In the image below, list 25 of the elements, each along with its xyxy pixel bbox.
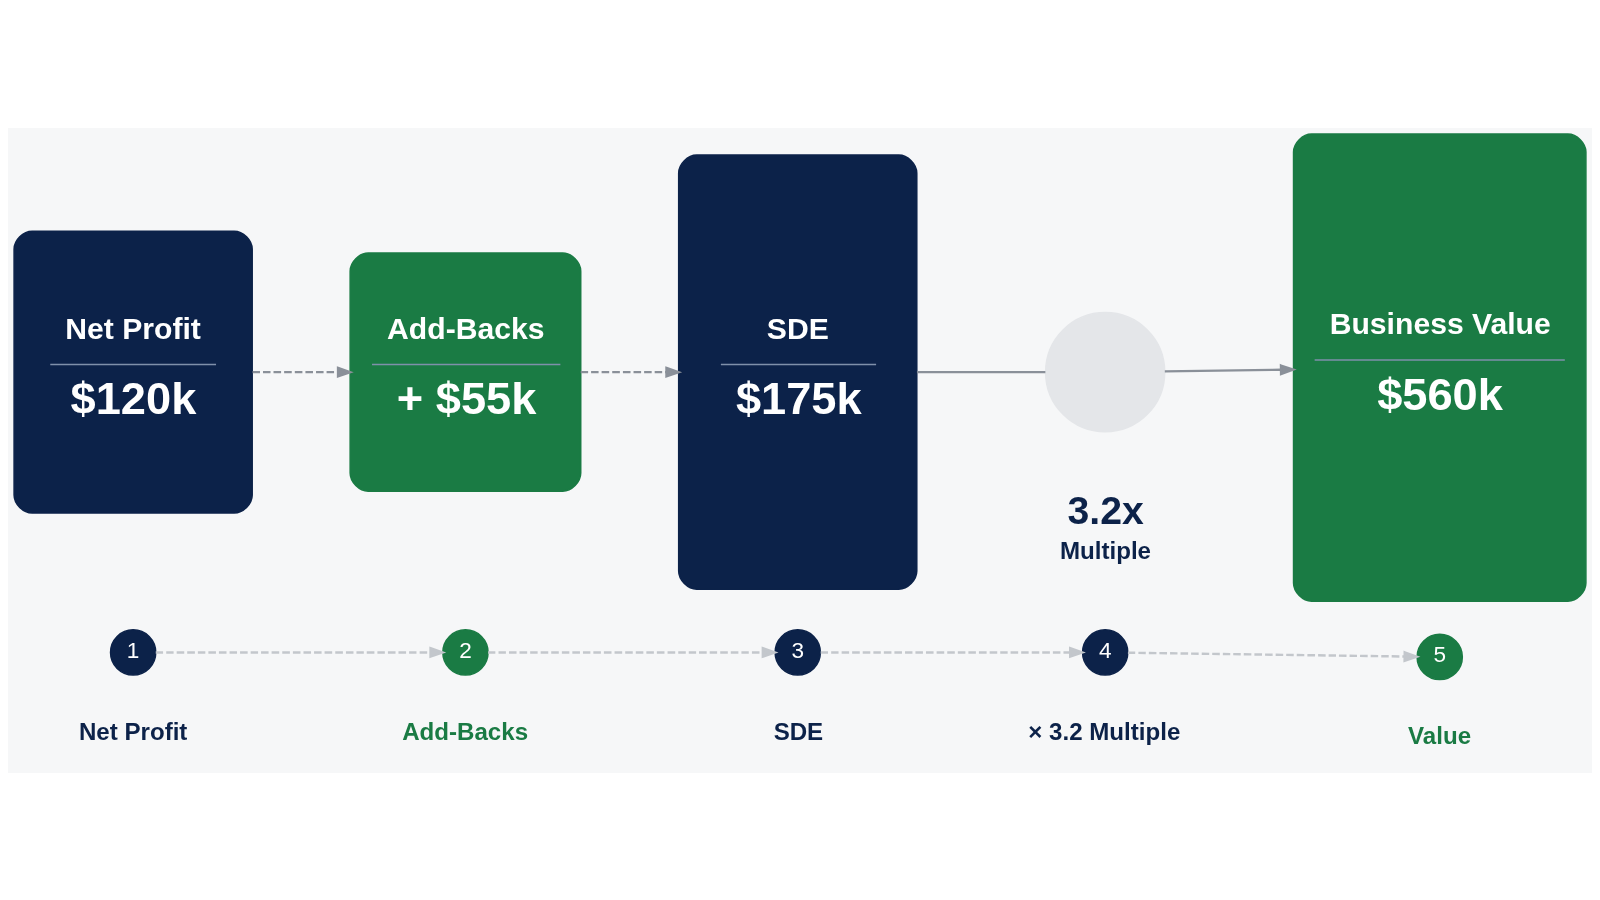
node-circle: 5 <box>1416 633 1464 680</box>
arrow <box>252 365 354 378</box>
node-label: × 3.2 Multiple <box>1028 717 1181 745</box>
node-circle: 4 <box>1081 628 1129 676</box>
node-label: Multiple <box>1059 536 1152 564</box>
arrow <box>580 365 683 378</box>
arrow <box>1164 363 1297 376</box>
node-label: Net Profit <box>78 717 188 745</box>
node-box: Business Value $560k <box>1292 132 1587 602</box>
node-circle: 1 <box>109 628 157 676</box>
node-box: SDE $175k <box>677 153 918 590</box>
node-label: SDE <box>773 717 824 745</box>
connector <box>916 370 1046 373</box>
node-box: Add-Backs + $55k <box>349 251 582 492</box>
node-circle: 2 <box>442 628 489 676</box>
node-label: Value <box>1408 721 1472 749</box>
node-circle: 3 <box>774 628 822 676</box>
node-box: Net Profit $120k <box>13 229 253 514</box>
node-circle <box>1044 311 1166 432</box>
arrow <box>820 646 1086 658</box>
arrow <box>1127 650 1421 662</box>
node-label: Add-Backs <box>402 717 529 745</box>
arrow <box>155 646 447 658</box>
arrow <box>488 646 779 658</box>
node-label: 3.2x <box>1067 488 1144 532</box>
